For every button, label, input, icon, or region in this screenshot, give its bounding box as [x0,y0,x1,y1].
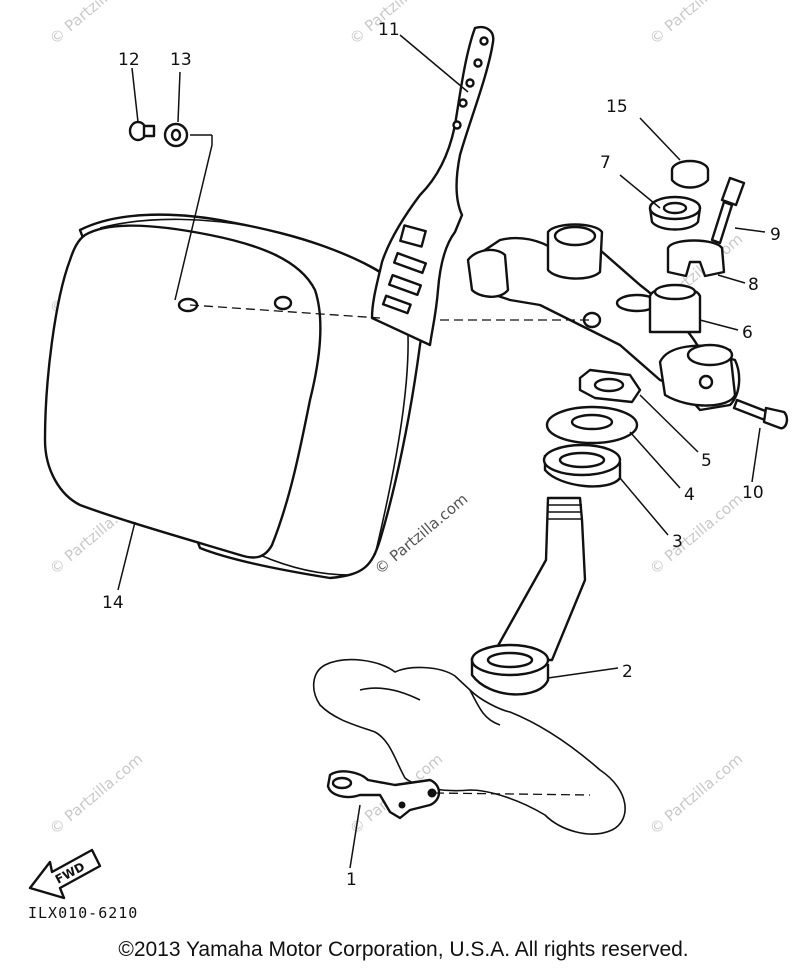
diagram-code: ILX010-6210 [28,904,138,922]
number-plate-bracket [370,26,495,347]
ring-nut-5 [578,368,642,404]
washer-7 [648,195,702,231]
bearing-3 [542,443,622,488]
callout-1: 1 [346,870,357,890]
callout-13: 13 [170,50,192,70]
callout-4: 4 [684,485,695,505]
callout-10: 10 [742,483,764,503]
callout-14: 14 [102,593,124,613]
assembly-lines [174,134,591,796]
fwd-arrow: FWD [28,848,102,900]
cap-15 [670,159,710,189]
bracket-1 [326,770,441,820]
upper-bracket [466,223,741,412]
number-plate-front [43,224,322,559]
watermark: © Partzilla.com [46,0,146,48]
screw-12 [128,120,156,142]
copyright-notice: ©2013 Yamaha Motor Corporation, U.S.A. A… [118,938,689,961]
callout-5: 5 [701,451,712,471]
leader-lines [117,34,766,869]
dust-seal-4 [545,405,639,445]
callout-3: 3 [672,532,683,552]
callout-11: 11 [378,20,400,40]
watermark: © Partzilla.com [646,750,746,838]
callouts: 1 2 3 4 5 6 7 8 9 10 11 12 13 14 15 [102,20,781,890]
watermark: © Partzilla.com [646,490,746,578]
watermark: © Partzilla.com [646,0,746,48]
watermark: © Partzilla.com [46,750,146,838]
bolt-10 [732,398,789,430]
callout-2: 2 [622,662,633,682]
under-bracket-outline [312,658,626,835]
handlebar-holder [648,239,726,334]
callout-12: 12 [118,50,140,70]
callout-7: 7 [600,153,611,173]
washer-13 [163,122,189,148]
steering-stem [488,496,587,662]
callout-8: 8 [748,275,759,295]
callout-6: 6 [742,323,753,343]
bearing-2 [470,643,550,696]
callout-15: 15 [606,97,628,117]
callout-9: 9 [770,225,781,245]
bolt-9 [710,176,746,245]
